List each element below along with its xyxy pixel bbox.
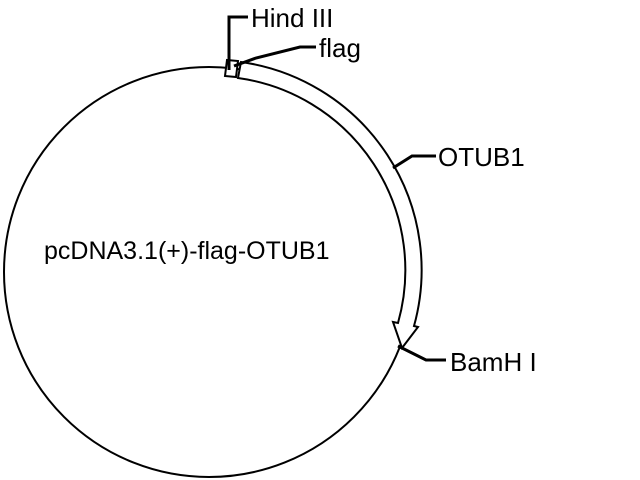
flag-leader-line [233,45,316,68]
otub1-arrow [236,60,423,351]
bamh1-leader-line [397,344,446,362]
otub1-leader-line [392,154,436,170]
otub1-label: OTUB1 [438,142,525,172]
hind3-leader-line [227,15,248,70]
flag-label: flag [319,33,361,63]
hind3-label: Hind III [251,3,333,33]
plasmid-name: pcDNA3.1(+)-flag-OTUB1 [44,237,330,265]
flag-box [223,58,240,79]
bamh1-label: BamH I [450,347,537,377]
